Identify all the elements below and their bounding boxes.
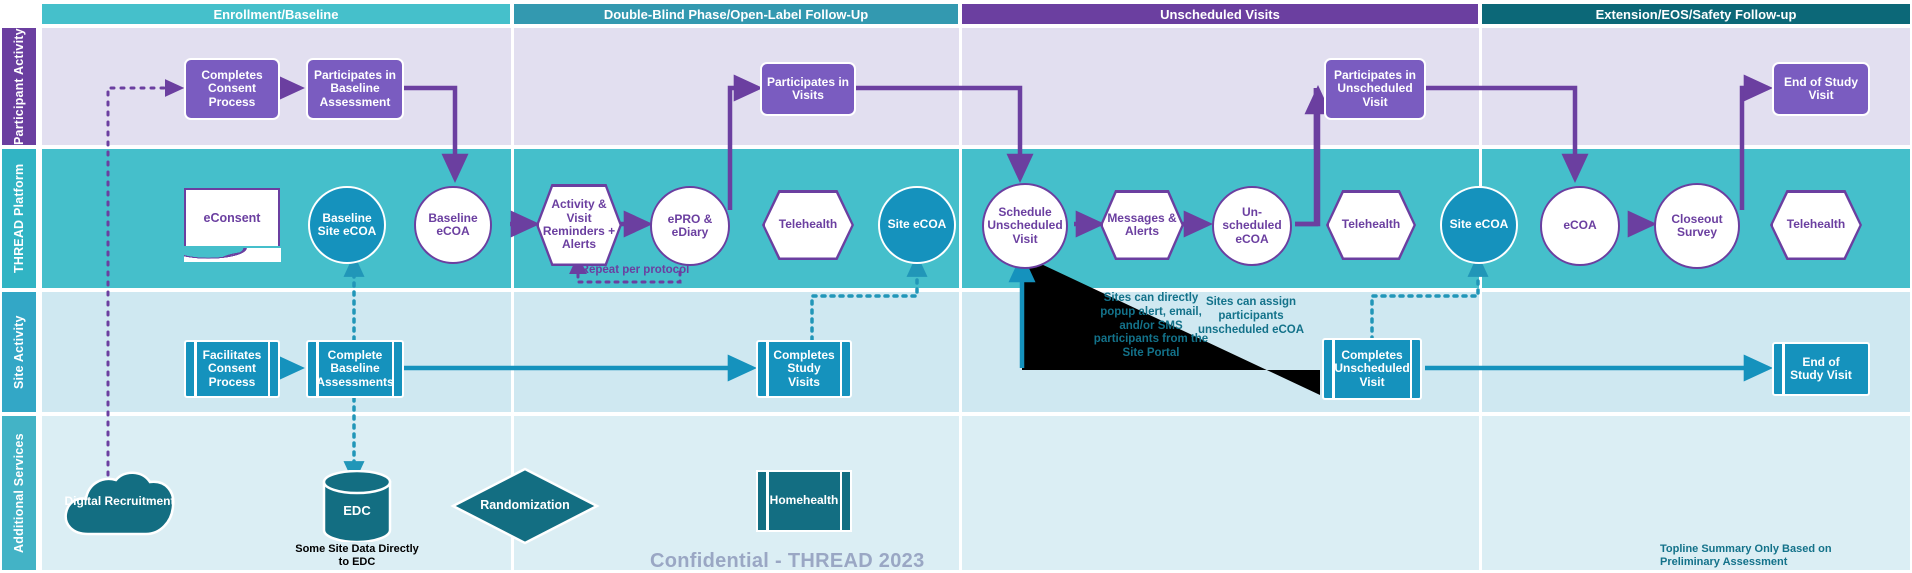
node-label: Digital Recruitment — [64, 494, 175, 508]
node-closeout-survey[interactable]: Closeout Survey — [1654, 183, 1740, 269]
node-participates-in-visits[interactable]: Participates in Visits — [760, 62, 856, 116]
node-econsent[interactable]: eConsent — [183, 188, 281, 262]
lane-label-additional-services: Additional Services — [0, 414, 38, 572]
lane-label-text: Additional Services — [12, 433, 26, 553]
lane-label-text: Site Activity — [12, 315, 26, 389]
confidential-footer: Confidential - THREAD 2023 — [650, 550, 925, 573]
node-schedule-unscheduled-visit[interactable]: Schedule Unscheduled Visit — [982, 183, 1068, 269]
node-label: Un-scheduled eCOA — [1222, 204, 1282, 246]
annotation-assign-unscheduled-ecoa-note: Sites can assign participants unschedule… — [1196, 296, 1306, 337]
divider — [1782, 344, 1785, 394]
node-label: eConsent — [203, 211, 261, 225]
node-label: Activity & Visit Reminders + Alerts — [542, 197, 616, 252]
node-randomization-label: Randomization — [450, 498, 600, 513]
lane-label-thread-platform: THREAD Platform — [0, 147, 38, 290]
node-epro-ediary[interactable]: ePRO & eDiary — [650, 186, 730, 266]
hexagon-shape: Messages & Alerts — [1100, 190, 1184, 260]
footer-text: Confidential - THREAD 2023 — [650, 550, 925, 572]
node-label: eCOA — [1563, 218, 1597, 233]
node-complete-baseline-assessments[interactable]: Complete Baseline Assessments — [306, 340, 404, 398]
node-label: Participates in Visits — [766, 74, 850, 102]
node-label: Complete Baseline Assessments — [316, 347, 394, 389]
node-label: Completes Study Visits — [773, 347, 835, 389]
phase-separator-1 — [511, 26, 514, 572]
node-homehealth[interactable]: Homehealth — [756, 470, 852, 532]
annotation-topline-note: Topline Summary Only Based on Preliminar… — [1660, 543, 1860, 569]
node-digital-recruitment[interactable] — [62, 468, 177, 548]
node-digital-recruitment-label: Digital Recruitment — [62, 494, 177, 508]
lane-label-participant-activity: Participant Activity — [0, 26, 38, 147]
node-randomization[interactable] — [450, 466, 600, 546]
node-completes-consent-process[interactable]: Completes Consent Process — [184, 58, 280, 120]
node-telehealth-1[interactable]: Telehealth — [762, 190, 854, 260]
node-label: Schedule Unscheduled Visit — [987, 204, 1063, 246]
node-baseline-site-ecoa[interactable]: Baseline Site eCOA — [308, 186, 386, 264]
node-label: Completes Unscheduled Visit — [1334, 347, 1410, 389]
phase-label: Extension/EOS/Safety Follow-up — [1595, 6, 1797, 22]
node-completes-study-visits[interactable]: Completes Study Visits — [756, 340, 852, 398]
annotation-text: Some Site Data Directly to EDC — [295, 543, 419, 569]
phase-header-double-blind: Double-Blind Phase/Open-Label Follow-Up — [512, 2, 960, 26]
node-site-ecoa-2[interactable]: Site eCOA — [1440, 186, 1518, 264]
node-label: ePRO & eDiary — [667, 211, 713, 239]
annotation-edc-note: Some Site Data Directly to EDC — [292, 543, 422, 569]
node-label: Participates in Baseline Assessment — [313, 67, 397, 109]
node-label: Homehealth — [769, 493, 839, 508]
node-label: Closeout Survey — [1671, 211, 1723, 239]
node-facilitates-consent-process[interactable]: Facilitates Consent Process — [184, 340, 280, 398]
node-telehealth-2[interactable]: Telehealth — [1326, 190, 1416, 260]
node-site-end-of-study-visit[interactable]: End of Study Visit — [1772, 342, 1870, 396]
phase-header-enrollment: Enrollment/Baseline — [40, 2, 512, 26]
node-telehealth-3[interactable]: Telehealth — [1770, 190, 1862, 260]
phase-label: Double-Blind Phase/Open-Label Follow-Up — [603, 6, 869, 22]
phase-label: Unscheduled Visits — [1160, 6, 1280, 22]
hexagon-shape: Activity & Visit Reminders + Alerts — [536, 184, 622, 266]
lane-label-text: THREAD Platform — [12, 163, 26, 274]
node-participates-in-baseline-assessment[interactable]: Participates in Baseline Assessment — [306, 58, 404, 120]
node-edc[interactable] — [322, 470, 392, 542]
node-label: Site eCOA — [887, 217, 947, 232]
node-label: EDC — [343, 503, 371, 518]
node-baseline-ecoa[interactable]: Baseline eCOA — [414, 186, 492, 264]
annotation-text: Sites can assign participants unschedule… — [1197, 296, 1305, 336]
node-end-of-study-visit[interactable]: End of Study Visit — [1772, 62, 1870, 116]
annotation-text: Sites can directly popup alert, email, a… — [1093, 292, 1209, 360]
node-label: Telehealth — [778, 217, 838, 232]
phase-label: Enrollment/Baseline — [213, 6, 339, 22]
node-label: Baseline Site eCOA — [317, 210, 377, 238]
node-label: End of Study Visit — [1784, 74, 1858, 102]
node-edc-label: EDC — [322, 503, 392, 519]
annotation-site-portal-note: Sites can directly popup alert, email, a… — [1090, 292, 1212, 361]
node-label: Randomization — [480, 498, 570, 512]
node-label: Baseline eCOA — [428, 210, 478, 238]
node-label: Telehealth — [1786, 217, 1846, 232]
node-label: End of Study Visit — [1790, 354, 1852, 382]
node-unscheduled-ecoa[interactable]: Un-scheduled eCOA — [1212, 186, 1292, 266]
hexagon-shape: Telehealth — [762, 190, 854, 260]
hexagon-shape: Telehealth — [1770, 190, 1862, 260]
lane-label-site-activity: Site Activity — [0, 290, 38, 414]
phase-header-extension: Extension/EOS/Safety Follow-up — [1480, 2, 1912, 26]
document-wave-icon — [183, 248, 281, 262]
node-label: Completes Consent Process — [201, 67, 263, 109]
node-label: Facilitates Consent Process — [202, 347, 262, 389]
annotation-text: Repeat per protocol — [580, 264, 690, 276]
node-label: Site eCOA — [1449, 217, 1509, 232]
annotation-repeat-per-protocol: Repeat per protocol — [575, 264, 695, 278]
node-activity-visit-reminders-alerts[interactable]: Activity & Visit Reminders + Alerts — [536, 184, 622, 266]
node-ecoa[interactable]: eCOA — [1540, 186, 1620, 266]
node-site-ecoa-1[interactable]: Site eCOA — [878, 186, 956, 264]
node-participates-in-unscheduled-visit[interactable]: Participates in Unscheduled Visit — [1324, 58, 1426, 120]
phase-separator-2 — [959, 26, 962, 572]
node-label: Participates in Unscheduled Visit — [1333, 67, 1417, 109]
hexagon-shape: Telehealth — [1326, 190, 1416, 260]
node-label: Messages & Alerts — [1107, 210, 1177, 238]
phase-header-unscheduled: Unscheduled Visits — [960, 2, 1480, 26]
lane-label-text: Participant Activity — [12, 28, 26, 145]
node-label: Telehealth — [1341, 217, 1401, 232]
annotation-text: Topline Summary Only Based on Preliminar… — [1660, 543, 1832, 569]
node-messages-alerts[interactable]: Messages & Alerts — [1100, 190, 1184, 260]
phase-separator-3 — [1479, 26, 1482, 572]
node-completes-unscheduled-visit[interactable]: Completes Unscheduled Visit — [1322, 338, 1422, 400]
